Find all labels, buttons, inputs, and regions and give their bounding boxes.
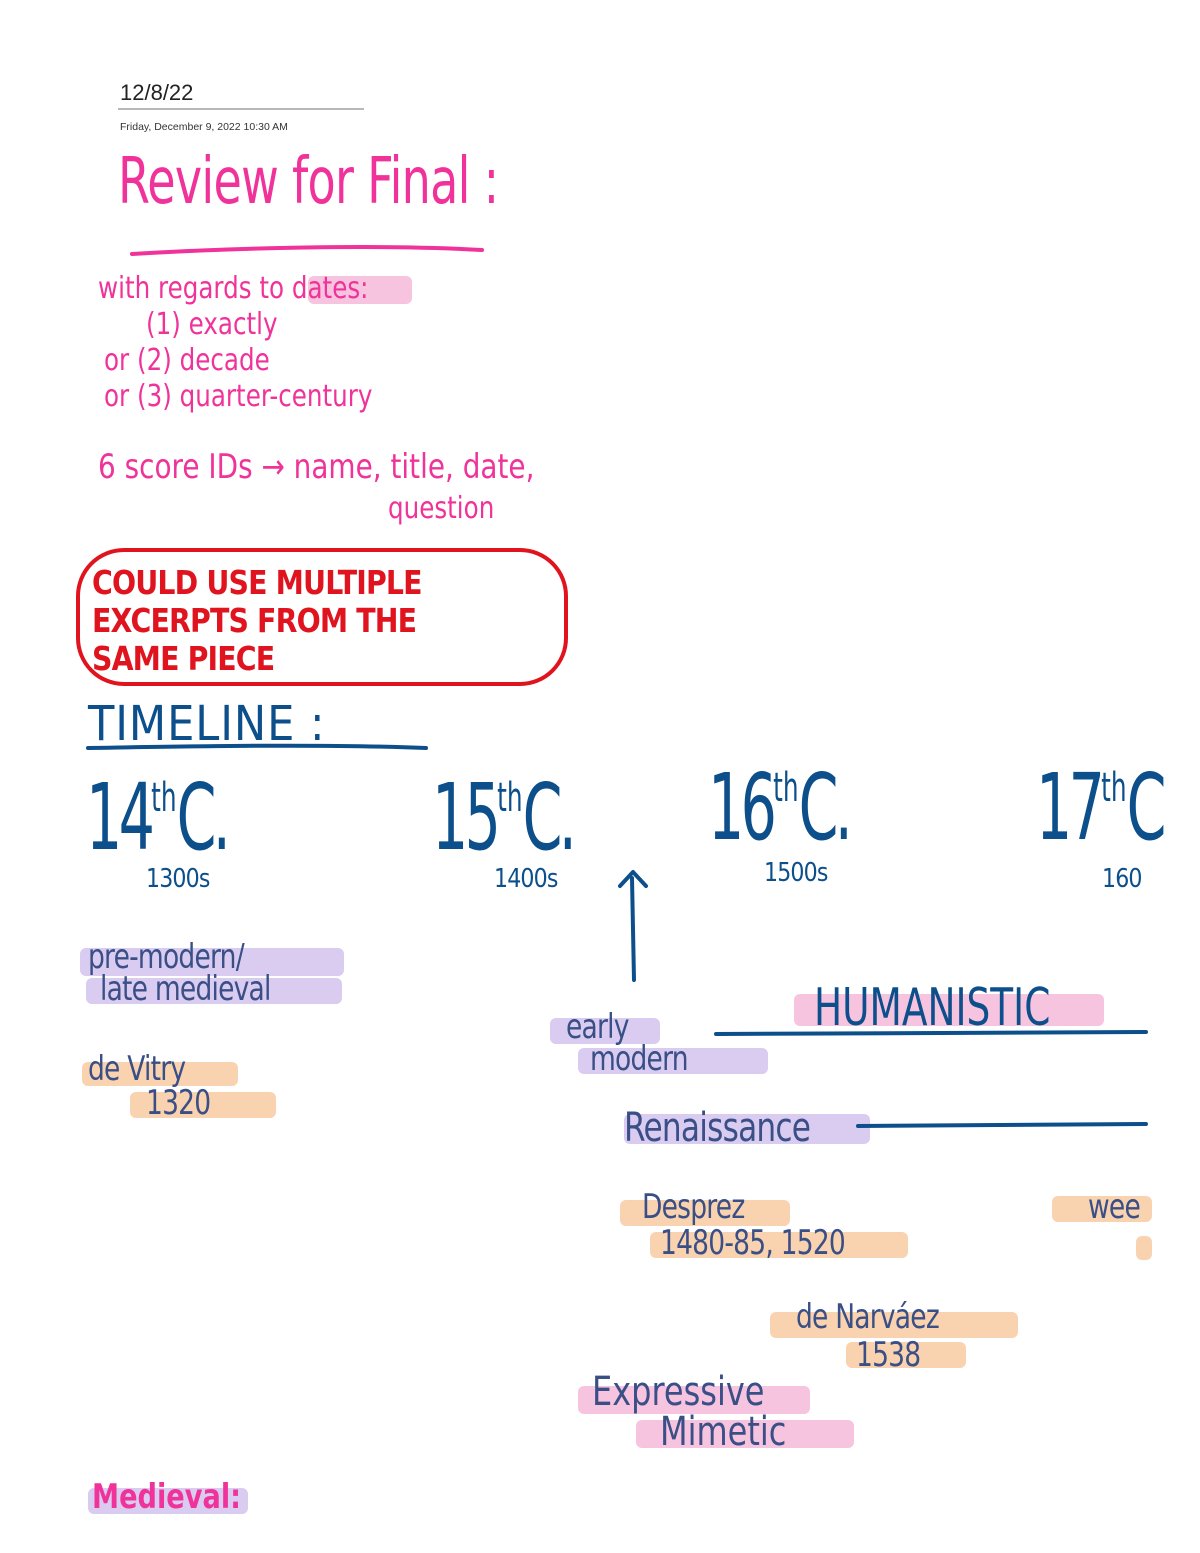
early-highlight <box>550 1018 660 1044</box>
label-de-vitry: de Vitry <box>88 1049 186 1089</box>
century-16-c: C. <box>798 754 853 861</box>
medieval-highlight <box>88 1488 248 1514</box>
date-option-exactly: (1) exactly <box>146 307 278 342</box>
century-14-number: 14 <box>86 764 155 871</box>
timeline-title: TIMELINE : <box>88 696 326 752</box>
desprez-dates-highlight <box>650 1232 908 1258</box>
desprez-highlight <box>620 1200 790 1226</box>
label-mimetic: Mimetic <box>660 1409 787 1455</box>
century-17-c: C <box>1126 754 1167 861</box>
mimetic-highlight <box>636 1420 854 1448</box>
decade-1600s: 160 <box>1102 864 1142 894</box>
page-title[interactable]: 12/8/22 <box>120 80 194 105</box>
up-arrow-icon <box>618 870 648 982</box>
century-15: 15thC. <box>432 772 577 864</box>
renaissance-line <box>856 1122 1148 1128</box>
wee-highlight <box>1052 1196 1152 1222</box>
century-16: 16thC. <box>708 762 853 854</box>
label-modern: modern <box>590 1039 689 1079</box>
humanistic-highlight <box>794 994 1104 1026</box>
created-timestamp: Friday, December 9, 2022 10:30 AM <box>120 121 288 133</box>
de-narvaez-date-highlight <box>846 1342 966 1368</box>
label-desprez: Desprez <box>642 1187 745 1227</box>
de-vitry-highlight <box>82 1062 238 1086</box>
century-14: 14thC. <box>86 772 231 864</box>
century-15-number: 15 <box>432 764 501 871</box>
label-medieval: Medieval: <box>92 1477 242 1517</box>
century-16-number: 16 <box>708 754 777 861</box>
renaissance-highlight <box>624 1114 870 1144</box>
century-16-suffix: th <box>773 765 799 811</box>
callout-line-3: SAME PIECE <box>92 639 275 678</box>
century-17-number: 17 <box>1036 754 1105 861</box>
decade-1300s: 1300s <box>146 864 210 894</box>
pre-modern-highlight-1 <box>80 948 344 976</box>
de-narvaez-highlight <box>770 1312 1018 1338</box>
century-17-suffix: th <box>1101 765 1127 811</box>
dates-highlight <box>308 276 412 304</box>
decade-1400s: 1400s <box>494 864 558 894</box>
wee-date-highlight <box>1136 1236 1152 1260</box>
label-expressive: Expressive <box>592 1369 765 1415</box>
review-heading: Review for Final : <box>118 145 499 219</box>
dates-intro-highlight: dates: <box>291 271 369 306</box>
century-15-suffix: th <box>497 775 523 821</box>
score-ids-line: 6 score IDs → name, title, date, <box>98 447 535 487</box>
label-desprez-dates: 1480-85, 1520 <box>660 1223 846 1263</box>
date-option-quarter-century: or (3) quarter-century <box>104 379 373 414</box>
label-de-narvaez-date: 1538 <box>856 1335 921 1375</box>
note-canvas: 12/8/22 Friday, December 9, 2022 10:30 A… <box>76 80 1166 1517</box>
label-de-narvaez: de Narváez <box>796 1297 940 1337</box>
century-15-c: C. <box>522 764 577 871</box>
century-14-suffix: th <box>151 775 177 821</box>
label-de-vitry-date: 1320 <box>146 1083 211 1123</box>
callout-line-2: EXCERPTS FROM THE <box>92 601 417 640</box>
expressive-highlight <box>578 1386 810 1414</box>
century-14-c: C. <box>176 764 231 871</box>
label-humanistic: HUMANISTIC <box>814 978 1051 1038</box>
label-late-medieval-text: late medieval <box>100 969 271 1009</box>
label-renaissance: Renaissance <box>624 1105 811 1151</box>
label-pre-modern: pre-modern/ <box>88 937 245 977</box>
pre-modern-highlight-2 <box>86 978 342 1004</box>
decade-1500s: 1500s <box>764 858 828 888</box>
dates-intro: with regards to dates: <box>98 274 368 304</box>
timeline-underline <box>86 743 428 750</box>
century-17: 17thC <box>1036 762 1166 854</box>
humanistic-line <box>714 1030 1148 1036</box>
label-early: early <box>566 1007 629 1047</box>
label-wee: wee <box>1088 1187 1141 1227</box>
de-vitry-date-highlight <box>130 1092 276 1118</box>
date-option-decade: or (2) decade <box>104 343 270 378</box>
dates-intro-prefix: with regards to <box>98 271 285 306</box>
callout-box <box>76 548 568 686</box>
modern-highlight <box>578 1048 768 1074</box>
callout-line-1: COULD USE MULTIPLE <box>92 563 423 602</box>
heading-underline <box>130 245 484 256</box>
title-underline <box>118 108 364 110</box>
score-ids-question: question <box>388 491 495 526</box>
